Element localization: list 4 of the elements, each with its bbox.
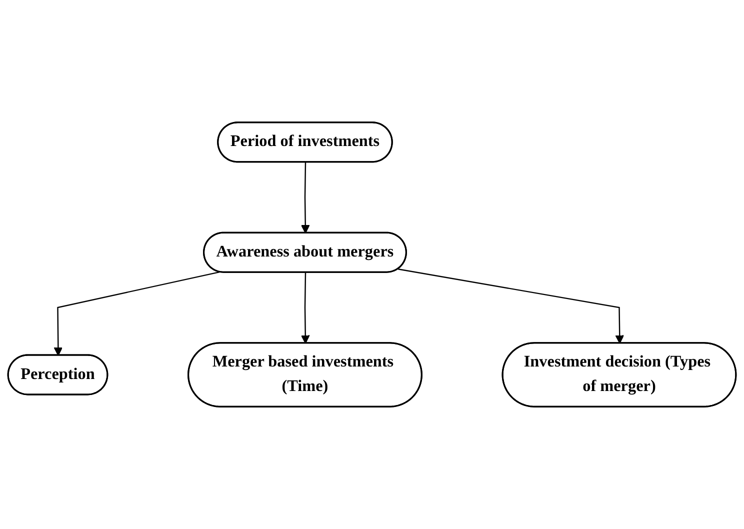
arrow: [398, 268, 624, 344]
arrow: [300, 162, 310, 234]
arrow: [54, 271, 220, 356]
arrow: [300, 272, 310, 344]
